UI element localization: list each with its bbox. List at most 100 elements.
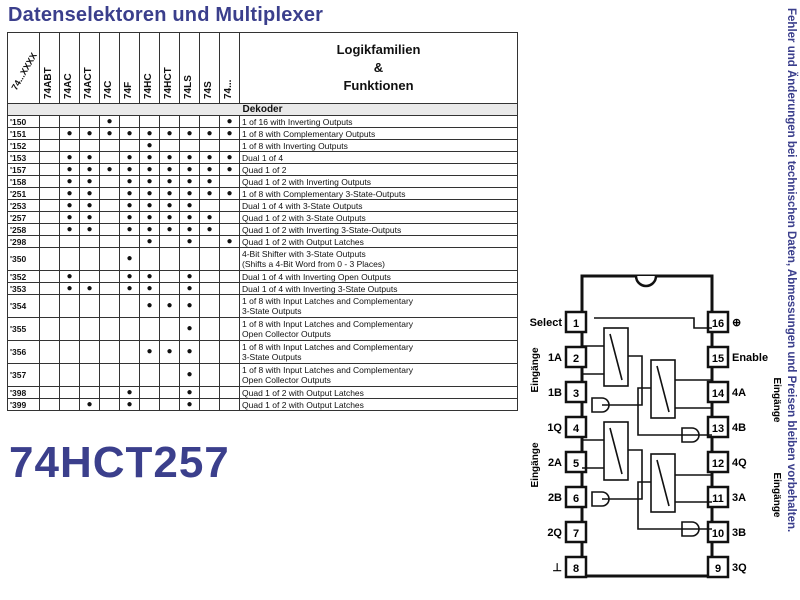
pin-label: 2A bbox=[548, 457, 562, 469]
function-cell: 1 of 8 with Input Latches and Complement… bbox=[239, 294, 518, 318]
pin-label: 3B bbox=[732, 527, 746, 539]
switch-block bbox=[650, 453, 676, 513]
pin-box bbox=[564, 380, 588, 404]
availability-dot: ● bbox=[179, 270, 200, 283]
function-line: Quad 1 of 2 with Output Latches bbox=[242, 399, 364, 410]
function-cell: Dual 1 of 4 with Inverting 3-State Outpu… bbox=[239, 282, 518, 295]
availability-empty bbox=[179, 247, 200, 271]
pin-number: 10 bbox=[712, 528, 724, 540]
availability-empty bbox=[59, 235, 80, 248]
availability-empty bbox=[39, 151, 60, 164]
availability-empty bbox=[39, 235, 60, 248]
availability-dot: ● bbox=[159, 175, 180, 188]
pin-label: 4B bbox=[732, 422, 746, 434]
availability-dot: ● bbox=[119, 211, 140, 224]
availability-empty bbox=[59, 363, 80, 387]
availability-empty bbox=[179, 139, 200, 152]
availability-empty bbox=[219, 175, 240, 188]
availability-dot: ● bbox=[139, 282, 160, 295]
function-cell: 1 of 8 with Inverting Outputs bbox=[239, 139, 518, 152]
function-line: 1 of 8 with Inverting Outputs bbox=[242, 140, 348, 151]
availability-dot: ● bbox=[139, 151, 160, 164]
function-cell: Quad 1 of 2 with Inverting Outputs bbox=[239, 175, 518, 188]
availability-empty bbox=[39, 139, 60, 152]
availability-dot: ● bbox=[79, 151, 100, 164]
availability-empty bbox=[39, 340, 60, 364]
availability-empty bbox=[39, 127, 60, 140]
pin-box bbox=[564, 520, 588, 544]
availability-empty bbox=[79, 115, 100, 128]
part-cell: '356 bbox=[7, 340, 40, 364]
availability-empty bbox=[139, 317, 160, 341]
family-header: 74... bbox=[219, 32, 240, 104]
availability-empty bbox=[199, 199, 220, 212]
availability-empty bbox=[199, 115, 220, 128]
availability-dot: ● bbox=[79, 187, 100, 200]
availability-dot: ● bbox=[139, 175, 160, 188]
availability-dot: ● bbox=[119, 151, 140, 164]
pin-label: ⊕ bbox=[732, 317, 741, 329]
availability-empty bbox=[199, 294, 220, 318]
availability-dot: ● bbox=[79, 211, 100, 224]
availability-dot: ● bbox=[79, 199, 100, 212]
availability-dot: ● bbox=[199, 211, 220, 224]
availability-dot: ● bbox=[139, 223, 160, 236]
availability-empty bbox=[39, 294, 60, 318]
availability-empty bbox=[59, 340, 80, 364]
switch-block bbox=[650, 359, 676, 419]
part-cell: '251 bbox=[7, 187, 40, 200]
availability-dot: ● bbox=[59, 163, 80, 176]
availability-empty bbox=[119, 317, 140, 341]
pin-box bbox=[706, 415, 730, 439]
table-row: '352●●●●Dual 1 of 4 with Inverting Open … bbox=[7, 270, 518, 283]
availability-dot: ● bbox=[139, 235, 160, 248]
function-cell: Dual 1 of 4 with 3-State Outputs bbox=[239, 199, 518, 212]
pin-box bbox=[564, 555, 588, 579]
availability-dot: ● bbox=[179, 235, 200, 248]
availability-empty bbox=[159, 235, 180, 248]
availability-empty bbox=[99, 247, 120, 271]
table-row: '251●●●●●●●●1 of 8 with Complementary 3-… bbox=[7, 187, 518, 200]
availability-empty bbox=[99, 386, 120, 399]
ic-body bbox=[580, 274, 714, 578]
availability-dot: ● bbox=[79, 282, 100, 295]
availability-dot: ● bbox=[179, 340, 200, 364]
availability-dot: ● bbox=[199, 175, 220, 188]
availability-empty bbox=[39, 270, 60, 283]
availability-empty bbox=[79, 363, 100, 387]
availability-empty bbox=[99, 139, 120, 152]
disclaimer-note: Fehler und Änderungen bei technischen Da… bbox=[785, 8, 797, 533]
availability-empty bbox=[79, 235, 100, 248]
pin-box bbox=[706, 485, 730, 509]
availability-empty bbox=[199, 247, 220, 271]
availability-dot: ● bbox=[119, 175, 140, 188]
pin-label: 4Q bbox=[732, 457, 747, 469]
availability-dot: ● bbox=[79, 398, 100, 411]
group-label: Eingänge bbox=[530, 347, 541, 392]
availability-empty bbox=[219, 211, 240, 224]
availability-dot: ● bbox=[59, 270, 80, 283]
availability-empty bbox=[199, 340, 220, 364]
availability-empty bbox=[99, 294, 120, 318]
availability-empty bbox=[199, 282, 220, 295]
part-cell: '354 bbox=[7, 294, 40, 318]
availability-empty bbox=[39, 223, 60, 236]
availability-empty bbox=[199, 363, 220, 387]
availability-empty bbox=[99, 235, 120, 248]
corner-header: 74...XXXX bbox=[7, 32, 40, 104]
availability-dot: ● bbox=[219, 115, 240, 128]
availability-empty bbox=[79, 340, 100, 364]
availability-dot: ● bbox=[179, 223, 200, 236]
availability-empty bbox=[79, 139, 100, 152]
availability-empty bbox=[59, 294, 80, 318]
pin-number: 8 bbox=[573, 563, 579, 575]
function-line: Dual 1 of 4 with Inverting 3-State Outpu… bbox=[242, 283, 398, 294]
availability-dot: ● bbox=[179, 151, 200, 164]
family-header: 74AC bbox=[59, 32, 80, 104]
pin-number: 16 bbox=[712, 318, 724, 330]
availability-dot: ● bbox=[159, 211, 180, 224]
availability-dot: ● bbox=[79, 223, 100, 236]
availability-empty bbox=[139, 386, 160, 399]
family-header: 74HC bbox=[139, 32, 160, 104]
part-cell: '399 bbox=[7, 398, 40, 411]
